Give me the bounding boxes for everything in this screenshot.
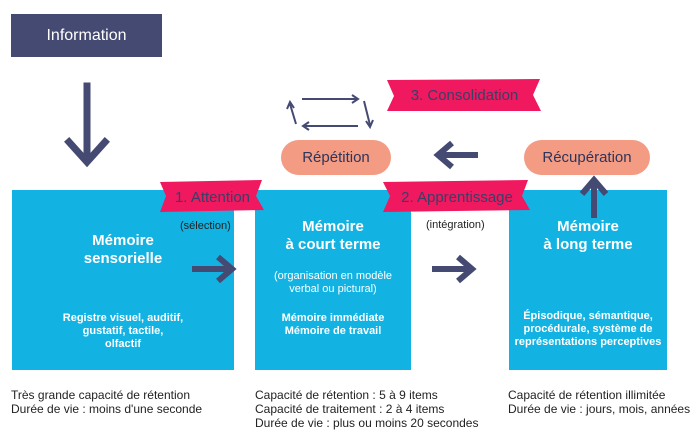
memory-title-sensorielle: Mémoire sensorielle: [83, 232, 163, 267]
memory-details-long-terme: Épisodique, sémantique, procédurale, sys…: [514, 310, 662, 348]
information-label: Information: [46, 26, 127, 44]
ribbon-attention-shape: [160, 180, 264, 212]
ribbon-attention-label: 1. Attention: [174, 188, 251, 206]
memory-box-sensorielle: Mémoire sensorielle Registre visuel, aud…: [12, 190, 234, 370]
information-box: Information: [11, 14, 162, 57]
ribbon-apprentissage-shape: [383, 180, 530, 212]
memory-box-long-terme: Mémoire à long terme Épisodique, sémanti…: [509, 190, 667, 370]
pill-repetition: Répétition: [281, 140, 391, 175]
ribbon-consolidation-label: 3. Consolidation: [410, 87, 519, 104]
memory-details-sensorielle: Registre visuel, auditif, gustatif, tact…: [62, 312, 184, 350]
arrow-right-1: [192, 254, 237, 284]
memory-title-long-terme: Mémoire à long terme: [543, 218, 633, 253]
arrow-down-information: [64, 82, 110, 168]
sublabel-integration: (intégration): [426, 219, 485, 231]
memory-title-court-terme: Mémoire à court terme: [285, 218, 381, 253]
ribbon-apprentissage-label: 2. Apprentissage: [401, 188, 513, 206]
memory-box-court-terme: Mémoire à court terme (organisation en m…: [255, 190, 411, 370]
ribbon-consolidation-shape: [387, 79, 541, 111]
cycle-arrows: [286, 94, 374, 131]
arrow-right-2: [432, 254, 477, 284]
sublabel-selection: (sélection): [180, 220, 231, 232]
arrow-up-recuperation: [579, 175, 609, 218]
memory-note-court-terme: (organisation en modèle verbal ou pictur…: [273, 270, 393, 295]
bottom-text-court-terme: Capacité de rétention : 5 à 9 items Capa…: [255, 388, 479, 430]
memory-details-court-terme: Mémoire immédiate Mémoire de travail: [281, 312, 385, 337]
pill-recuperation: Récupération: [524, 140, 650, 175]
arrow-left-recall: [433, 140, 478, 170]
bottom-text-long-terme: Capacité de rétention illimitée Durée de…: [508, 388, 691, 416]
bottom-text-sensorielle: Très grande capacité de rétention Durée …: [11, 388, 203, 416]
